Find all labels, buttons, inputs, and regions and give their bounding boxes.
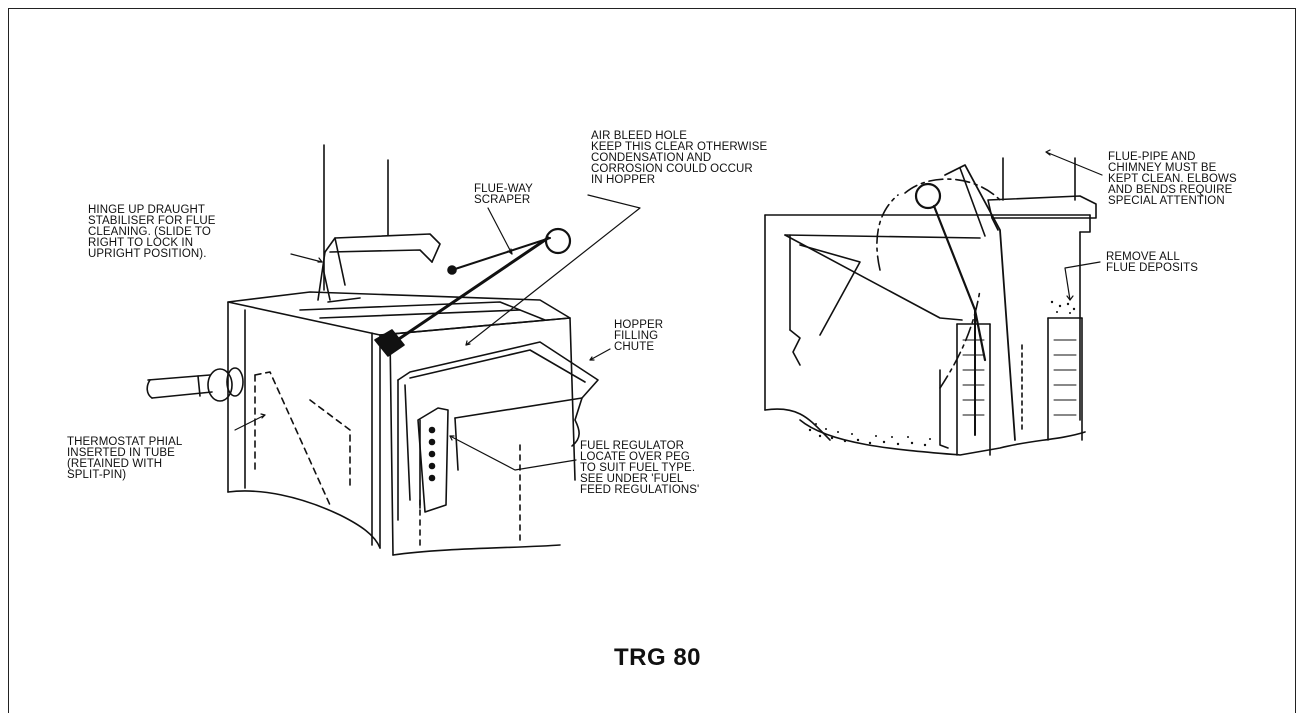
label-line: FUEL REGULATOR [580, 440, 685, 452]
label-line: THERMOSTAT PHIAL [67, 436, 183, 448]
label-flue-pipe-chimney: FLUE-PIPE AND CHIMNEY MUST BE KEPT CLEAN… [1108, 151, 1237, 207]
draught-stabiliser [317, 233, 441, 303]
label-line: FLUE-WAY [474, 183, 533, 195]
flueway-scraper-tool [374, 227, 572, 357]
label-hopper-filling-chute: HOPPER FILLING CHUTE [614, 319, 664, 353]
label-line: AND BENDS REQUIRE [1108, 184, 1233, 196]
label-fuel-regulator: FUEL REGULATOR LOCATE OVER PEG TO SUIT F… [580, 440, 700, 496]
figure-caption: TRG 80 [614, 644, 702, 671]
flue-deposit-stipple [808, 300, 1076, 447]
vertical-guide-lines [323, 144, 389, 291]
label-line: FLUE-PIPE AND [1108, 151, 1196, 163]
label-remove-flue-deposits: REMOVE ALL FLUE DEPOSITS [1106, 251, 1199, 274]
label-line: CLEANING. (SLIDE TO [88, 226, 211, 238]
label-draught-stabiliser: HINGE UP DRAUGHT STABILISER FOR FLUE CLE… [88, 204, 216, 260]
leader-lines-right [1045, 149, 1103, 301]
label-thermostat-phial: THERMOSTAT PHIAL INSERTED IN TUBE (RETAI… [67, 436, 183, 481]
pipe-stub [146, 367, 244, 402]
label-line: SEE UNDER 'FUEL [580, 473, 684, 485]
label-line: RIGHT TO LOCK IN [88, 237, 194, 249]
boiler-body [227, 291, 576, 556]
label-line: STABILISER FOR FLUE [88, 215, 216, 227]
label-line: CHIMNEY MUST BE [1108, 162, 1217, 174]
waterway-hatching [962, 339, 1077, 416]
figure-frame [8, 8, 1296, 713]
label-line: INSERTED IN TUBE [67, 447, 175, 459]
label-air-bleed-hole: AIR BLEED HOLE KEEP THIS CLEAR OTHERWISE… [591, 130, 768, 186]
label-line: REMOVE ALL [1106, 251, 1180, 263]
label-line: KEPT CLEAN. ELBOWS [1108, 173, 1237, 185]
label-line: SPECIAL ATTENTION [1108, 195, 1225, 207]
label-line: IN HOPPER [591, 174, 656, 186]
label-line: AIR BLEED HOLE [591, 130, 687, 142]
label-line: (RETAINED WITH [67, 458, 163, 470]
label-line: SCRAPER [474, 194, 531, 206]
hopper-chute [397, 341, 599, 521]
label-line: HOPPER [614, 319, 664, 331]
label-line: TO SUIT FUEL TYPE. [580, 462, 696, 474]
label-line: LOCATE OVER PEG [580, 451, 690, 463]
leader-lines-left [234, 194, 641, 471]
boiler-section [764, 157, 1097, 456]
label-line: SPLIT-PIN) [67, 469, 127, 481]
label-flueway-scraper: FLUE-WAY SCRAPER [474, 183, 533, 206]
label-line: CORROSION COULD OCCUR [591, 163, 753, 175]
label-line: FLUE DEPOSITS [1106, 262, 1199, 274]
label-line: HINGE UP DRAUGHT [88, 204, 206, 216]
label-line: FEED REGULATIONS' [580, 484, 700, 496]
label-line: CONDENSATION AND [591, 152, 712, 164]
label-line: FILLING [614, 330, 659, 342]
label-line: UPRIGHT POSITION). [88, 248, 207, 260]
label-line: CHUTE [614, 341, 655, 353]
label-line: KEEP THIS CLEAR OTHERWISE [591, 141, 768, 153]
